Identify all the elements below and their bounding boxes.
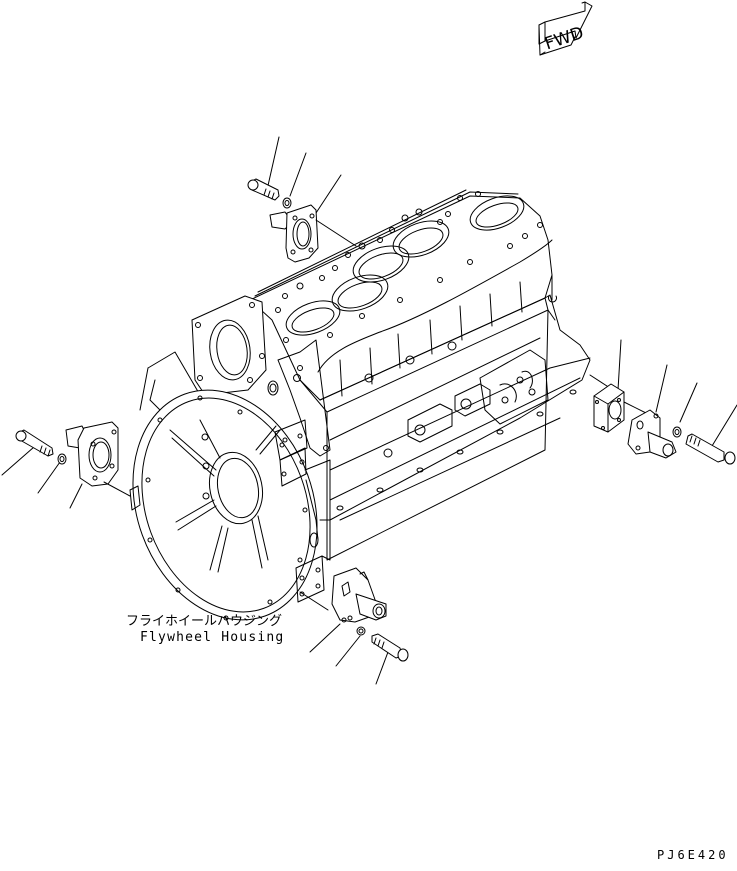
callout-leader-right-bracket (655, 364, 668, 413)
flywheel-housing (132, 351, 331, 621)
callout-leader-top-washer (289, 152, 307, 197)
callout-leader-left-bolt (1, 446, 35, 476)
drawing-id: PJ6E420 (657, 848, 729, 862)
callout-leader-bottom-bracket (309, 623, 341, 653)
right-bracket-group (589, 339, 737, 465)
callout-leader-bottom-washer (335, 635, 361, 667)
callout-leader-bottom-bolt (375, 651, 389, 685)
callout-leader-top-bolt (266, 136, 280, 191)
top-bracket-group (247, 136, 357, 263)
bottom-bracket-group (299, 567, 409, 685)
flywheel-housing-label-japanese: フライホイールハウジング (126, 614, 283, 629)
callout-leader-right-washer (679, 382, 698, 423)
timing-gear-housing (191, 295, 331, 457)
callout-leader-top-bracket (315, 174, 342, 214)
callout-leader-right-spacer (617, 339, 622, 391)
callout-leader-left-bracket (69, 483, 83, 509)
forward-arrow-icon: FWD (538, 1, 593, 56)
callout-leader-left-washer (37, 461, 61, 494)
left-bracket-group (1, 421, 141, 511)
flywheel-housing-label-english: Flywheel Housing (140, 630, 285, 645)
cylinder-block (249, 189, 591, 561)
callout-leader-right-bolt (711, 404, 737, 447)
